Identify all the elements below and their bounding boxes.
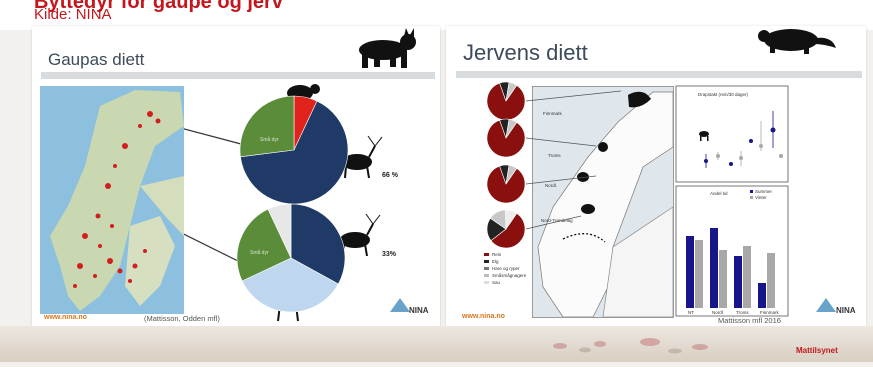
jerv-territories [577, 91, 651, 214]
wolverine-icon [758, 29, 836, 54]
region-label-troms: Troms [548, 153, 561, 158]
scatter-frame [675, 85, 789, 183]
bar-title: Andel tid [710, 191, 728, 196]
region-label-finnmark: Finnmark [543, 111, 563, 116]
pct-top: 66 % [382, 172, 398, 179]
pie-bottom-label: Små dyr [250, 249, 269, 256]
pie-top-slice-1 [240, 100, 349, 205]
bar-category-label: Troms [736, 310, 749, 315]
nina-logo-icon [390, 298, 410, 312]
bar-legend: Summer Vinter [750, 189, 773, 200]
bar-category-label: Finnmark [760, 310, 780, 315]
pie-top-label: Små dyr [260, 136, 279, 143]
jerv-map-land: Finnmark Troms Nordl. Nord-Trøndelag [537, 91, 674, 318]
nina-logo-icon [816, 298, 836, 312]
nina-logo: NINA [409, 306, 429, 315]
slide-title-jerv: Jervens diett [463, 40, 588, 65]
bar-category-labels: NT Nordl. Troms Finnmark [688, 310, 780, 315]
bar-NT-Vinter [695, 240, 703, 308]
pie-bottom-slice-2 [236, 208, 292, 282]
bar-legend-winter: Vinter [755, 195, 767, 200]
jerv-pies [486, 81, 526, 249]
pie-chart-bottom [236, 203, 346, 313]
bar-Nordl.-Vinter [719, 250, 727, 308]
wolverine-layer [758, 29, 836, 54]
scandinavia-map [40, 86, 184, 314]
title-underline [41, 72, 435, 79]
jerv-pie-0-slice-2 [505, 81, 518, 102]
footer-url[interactable]: www.nina.no [44, 314, 87, 321]
footer-animals [553, 338, 708, 354]
citation: (Mattisson, Odden mfl) [144, 314, 220, 323]
bar-NT-Summer [686, 236, 694, 308]
pie-bottom-slice-1 [241, 257, 339, 313]
bar-category-label: NT [688, 310, 694, 315]
citation: Mattisson mfl 2016 [718, 316, 781, 325]
footer-url[interactable]: www.nina.no [462, 313, 505, 320]
slide-jerv: Jervens diett Finnmark Troms Nordl. No [446, 26, 866, 326]
observation-dots [73, 111, 161, 288]
bar-Nordl.-Summer [710, 228, 718, 308]
lynx-icon [359, 28, 416, 68]
jerv-pie-2-slice-2 [505, 164, 518, 185]
nina-logo: NINA [836, 306, 856, 315]
svg-text:Småsmågnagere: Småsmågnagere [492, 272, 527, 278]
jerv-pie-1-slice-0 [486, 119, 526, 158]
map-land [50, 90, 184, 311]
jerv-map: Finnmark Troms Nordl. Nord-Trøndelag [532, 86, 674, 318]
jerv-pie-layer: Rein Elg Hare og ryper Småsmågnagere Sau [484, 81, 622, 285]
title-underline [456, 71, 862, 78]
bar-Troms-Summer [734, 256, 742, 308]
pct-bottom: 33% [382, 251, 397, 258]
jerv-pie-2-slice-0 [486, 165, 526, 204]
pie-bottom-slice-0 [290, 203, 346, 285]
jerv-pie-3-slice-3 [505, 209, 518, 230]
svg-text:Sau: Sau [492, 280, 501, 285]
pie-top-slice-2 [239, 95, 295, 158]
jerv-pie-1-slice-2 [505, 118, 518, 139]
footer-band [0, 326, 873, 362]
pie-bottom-slice-3 [267, 203, 292, 259]
svg-text:Elg: Elg [492, 259, 499, 264]
jerv-legend: Rein Elg Hare og ryper Småsmågnagere Sau [484, 252, 527, 285]
scatter-title: Drapstakt (rein/30 dager) [698, 92, 749, 97]
svg-text:Hare og ryper: Hare og ryper [492, 266, 520, 271]
region-label-nt: Nord-Trøndelag [541, 218, 573, 223]
region-label-nordland: Nordl. [545, 183, 557, 188]
bar-Troms-Vinter [743, 246, 751, 308]
bar-marks [686, 228, 775, 308]
scatter-points [704, 111, 783, 168]
jerv-pie-3-slice-0 [490, 212, 526, 249]
svg-text:Rein: Rein [492, 252, 502, 257]
slide-title-gaupe: Gaupas diett [48, 50, 145, 69]
brand-logo: Mattilsynet [796, 346, 838, 355]
page-title: Byttedyr for gaupe og jerv [34, 0, 283, 13]
pie-layer: Små dyr Små dyr [236, 95, 349, 313]
bar-chart: Andel tid Summer Vinter NT Nordl. Troms Fin… [675, 185, 789, 317]
pie-chart-top [239, 95, 349, 205]
scatter-layer: Drapstakt (rein/30 dager) [675, 85, 789, 183]
bar-category-label: Nordl. [712, 310, 724, 315]
header-band [0, 0, 873, 30]
scatter-reindeer-icon [699, 131, 709, 141]
bar-Finnmark-Vinter [767, 253, 775, 308]
slide-gaupe: Gaupas diett [32, 26, 440, 326]
bar-Finnmark-Summer [758, 283, 766, 308]
bar-legend-summer: Summer [755, 189, 773, 194]
source-label: Kilde: NINA [34, 6, 112, 23]
